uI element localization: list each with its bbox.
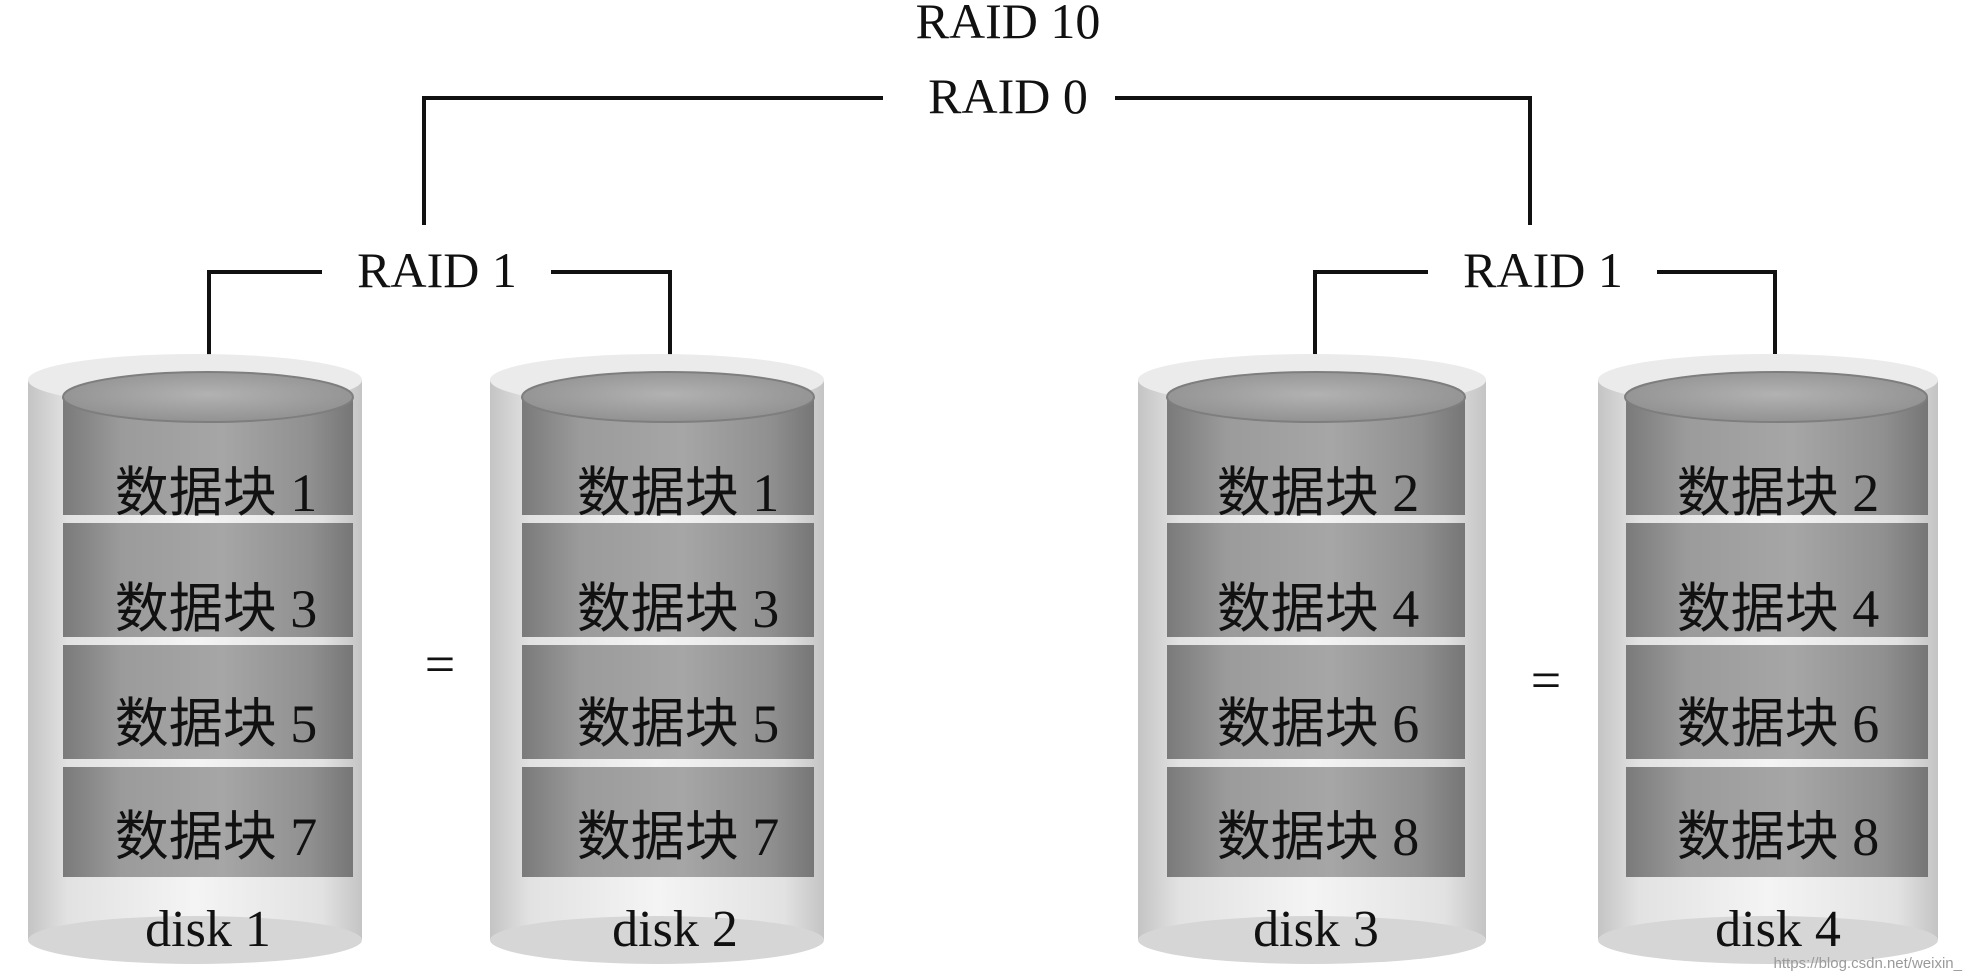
data-block-label: 数据块 4: [1217, 579, 1420, 639]
data-block-label: 数据块 1: [577, 463, 780, 523]
watermark: https://blog.csdn.net/weixin_: [1774, 955, 1963, 972]
equals-sign-left: =: [425, 634, 455, 694]
raid0-label: RAID 0: [928, 68, 1088, 124]
data-block-label: 数据块 5: [115, 694, 318, 754]
disk-4: 数据块 2 数据块 4 数据块 6 数据块 8 disk 4: [1598, 354, 1938, 964]
data-block-label: 数据块 6: [1217, 694, 1420, 754]
data-block-label: 数据块 3: [115, 579, 318, 639]
disk-shell-bottom: [1138, 916, 1486, 964]
data-block-band: [63, 767, 353, 877]
disk-cap: [1166, 371, 1466, 423]
data-block-band: [63, 523, 353, 637]
disk-label: disk 3: [1253, 901, 1379, 958]
data-block-label: 数据块 7: [577, 807, 780, 867]
data-block-band: [1626, 523, 1928, 637]
raid0-connector: [422, 96, 1532, 225]
data-block-label: 数据块 8: [1217, 807, 1420, 867]
disk-label: disk 1: [145, 901, 271, 958]
data-block-band: [522, 523, 814, 637]
data-block-band: [63, 645, 353, 759]
data-block-band: [1626, 645, 1928, 759]
disk-label: disk 2: [612, 901, 738, 958]
data-block-band: [1167, 645, 1465, 759]
data-block-label: 数据块 7: [115, 807, 318, 867]
disk-shell-bottom: [28, 916, 362, 964]
disk-1: 数据块 1 数据块 3 数据块 5 数据块 7 disk 1: [28, 354, 362, 964]
disk-shell-bottom: [490, 916, 824, 964]
data-block-label: 数据块 4: [1677, 579, 1880, 639]
disk-cap: [62, 371, 354, 423]
raid1-label-right: RAID 1: [1463, 242, 1623, 298]
disk-3: 数据块 2 数据块 4 数据块 6 数据块 8 disk 3: [1138, 354, 1486, 964]
data-block-label: 数据块 2: [1677, 463, 1880, 523]
disk-cap: [1624, 371, 1928, 423]
data-block-band: [1167, 523, 1465, 637]
data-block-band: [1626, 767, 1928, 877]
data-block-band: [1167, 767, 1465, 877]
equals-sign-right: =: [1531, 650, 1561, 710]
data-block-label: 数据块 5: [577, 694, 780, 754]
disk-label: disk 4: [1715, 901, 1841, 958]
disk-cap: [521, 371, 815, 423]
data-block-label: 数据块 8: [1677, 807, 1880, 867]
data-block-label: 数据块 3: [577, 579, 780, 639]
data-block-band: [522, 645, 814, 759]
raid10-title: RAID 10: [916, 0, 1101, 49]
raid1-label-left: RAID 1: [357, 242, 517, 298]
disk-shell-bottom: [1598, 916, 1938, 964]
disk-2: 数据块 1 数据块 3 数据块 5 数据块 7 disk 2: [490, 354, 824, 964]
data-block-label: 数据块 2: [1217, 463, 1420, 523]
data-block-label: 数据块 6: [1677, 694, 1880, 754]
data-block-band: [522, 767, 814, 877]
data-block-label: 数据块 1: [115, 463, 318, 523]
